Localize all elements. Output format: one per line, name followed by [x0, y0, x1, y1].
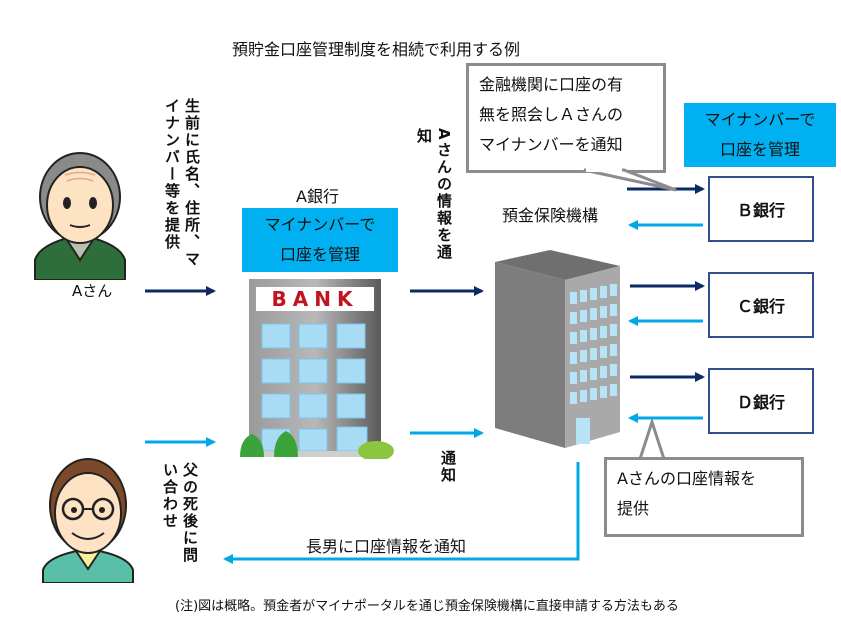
a-bank-box-line-2: 口座を管理	[279, 245, 360, 264]
bank-d-label: Ｄ銀行	[736, 393, 785, 412]
callout-top-line-3: マイナンバーを通知	[479, 135, 623, 154]
dic-name: 預金保険機構	[502, 206, 599, 225]
notify-son-text: 長男に口座情報を通知	[306, 537, 467, 556]
callout-inquire: 金融機関に口座の有 無を照会しＡさんの マイナンバーを通知	[466, 63, 666, 185]
callout-top-line-1: 金融機関に口座の有	[479, 75, 624, 94]
callout-bottom-line-1: Aさんの口座情報を	[617, 469, 756, 488]
provide-info-text: 生前に氏名、住所、マイナンバー等を提供	[163, 98, 201, 268]
notify-text: 通知	[439, 450, 457, 484]
elderly-man-icon	[34, 152, 126, 281]
bank-c-label: Ｃ銀行	[736, 297, 785, 316]
a-bank-mynumber-box: マイナンバーで 口座を管理	[242, 208, 398, 272]
notify-info-text: Aさんの情報を通知	[415, 128, 453, 261]
father-figure	[30, 135, 130, 281]
callout-bottom-line-2: 提供	[617, 499, 650, 518]
bank-sign: BANK	[272, 287, 359, 311]
office-building-icon	[490, 250, 630, 450]
callout-provide: Aさんの口座情報を 提供	[604, 457, 804, 537]
inquire-text: 父の死後に問い合わせ	[161, 462, 199, 564]
bank-b-box: Ｂ銀行	[708, 176, 814, 242]
callout-top-line-2: 無を照会しＡさんの	[479, 105, 624, 124]
bank-b-label: Ｂ銀行	[736, 201, 785, 220]
footnote: (注)図は概略。預金者がマイナポータルを通じ預金保険機構に直接申請する方法もある	[175, 599, 679, 614]
father-label: Aさん	[72, 282, 113, 300]
bank-building-icon: BANK	[234, 279, 394, 461]
man-with-glasses-icon	[42, 458, 134, 584]
bank-d-box: Ｄ銀行	[708, 368, 814, 434]
bank-c-box: Ｃ銀行	[708, 272, 814, 338]
a-bank-box-line-1: マイナンバーで	[264, 215, 376, 234]
banks-mynumber-box: マイナンバーで 口座を管理	[684, 103, 836, 167]
diagram-title: 預貯金口座管理制度を相続で利用する例	[232, 40, 521, 59]
son-figure	[38, 445, 138, 584]
arrow-notify-son	[223, 462, 580, 564]
a-bank-name: A銀行	[296, 187, 339, 206]
banks-box-line-2: 口座を管理	[719, 140, 800, 159]
banks-box-line-1: マイナンバーで	[704, 110, 816, 129]
